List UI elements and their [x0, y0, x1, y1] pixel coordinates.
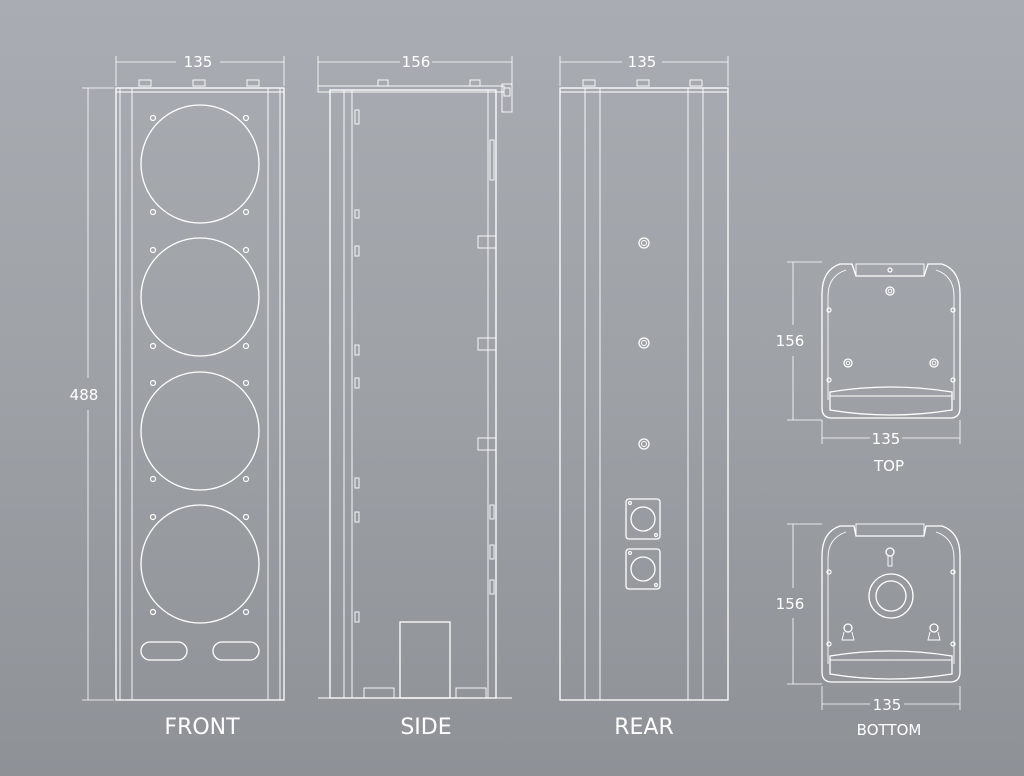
front-outline — [115, 87, 285, 701]
side-width-dimension: 156 — [317, 53, 513, 86]
side-view-label: SIDE — [400, 715, 451, 740]
front-screws — [149, 114, 250, 616]
front-view: 135 488 — [70, 53, 285, 740]
bottom-depth-dimension: 156 — [776, 523, 822, 685]
bottom-view-label: BOTTOM — [857, 721, 922, 739]
side-width-label: 156 — [402, 53, 431, 71]
bottom-width-label: 135 — [873, 696, 902, 714]
bottom-depth-label: 156 — [776, 595, 805, 613]
rear-width-label: 135 — [628, 53, 657, 71]
top-outline — [821, 263, 961, 419]
bottom-view: 156 135 — [776, 523, 961, 739]
top-width-dimension: 135 — [821, 420, 961, 448]
side-stand — [399, 621, 451, 699]
driver-2 — [140, 237, 260, 357]
rear-view-label: REAR — [614, 715, 674, 740]
front-height-label: 488 — [70, 386, 99, 404]
bottom-width-dimension: 135 — [821, 686, 961, 714]
rear-connector-2 — [625, 548, 661, 590]
bottom-lip — [829, 650, 953, 680]
front-ports — [140, 641, 260, 661]
top-depth-dimension: 156 — [776, 261, 822, 421]
top-holes — [826, 267, 956, 383]
driver-3 — [140, 371, 260, 491]
rear-top-feet — [582, 79, 703, 87]
side-top-feet — [377, 79, 481, 87]
driver-4 — [140, 504, 260, 624]
top-width-label: 135 — [872, 430, 901, 448]
front-drivers — [140, 104, 260, 624]
driver-1 — [140, 104, 260, 224]
top-depth-label: 156 — [776, 332, 805, 350]
bottom-keyholes — [841, 623, 941, 641]
front-top-feet — [138, 79, 260, 87]
front-height-dimension: 488 — [70, 87, 114, 701]
rear-outline — [559, 87, 729, 701]
top-lip — [829, 386, 953, 416]
rear-view: 135 RE — [559, 53, 729, 740]
front-width-label: 135 — [184, 53, 213, 71]
bottom-round-port — [868, 573, 914, 619]
front-view-label: FRONT — [164, 715, 240, 740]
side-view: 156 — [317, 53, 513, 740]
side-slots — [354, 109, 495, 623]
top-view: 156 135 — [776, 261, 961, 475]
rear-mount-holes — [638, 237, 650, 450]
bottom-outline — [821, 525, 961, 683]
rear-connector-1 — [625, 498, 661, 540]
front-width-dimension: 135 — [115, 53, 285, 86]
top-view-label: TOP — [873, 457, 904, 475]
rear-width-dimension: 135 — [559, 53, 729, 86]
bottom-side-dots — [826, 569, 956, 647]
side-outline — [329, 89, 497, 699]
side-clips — [477, 235, 497, 451]
